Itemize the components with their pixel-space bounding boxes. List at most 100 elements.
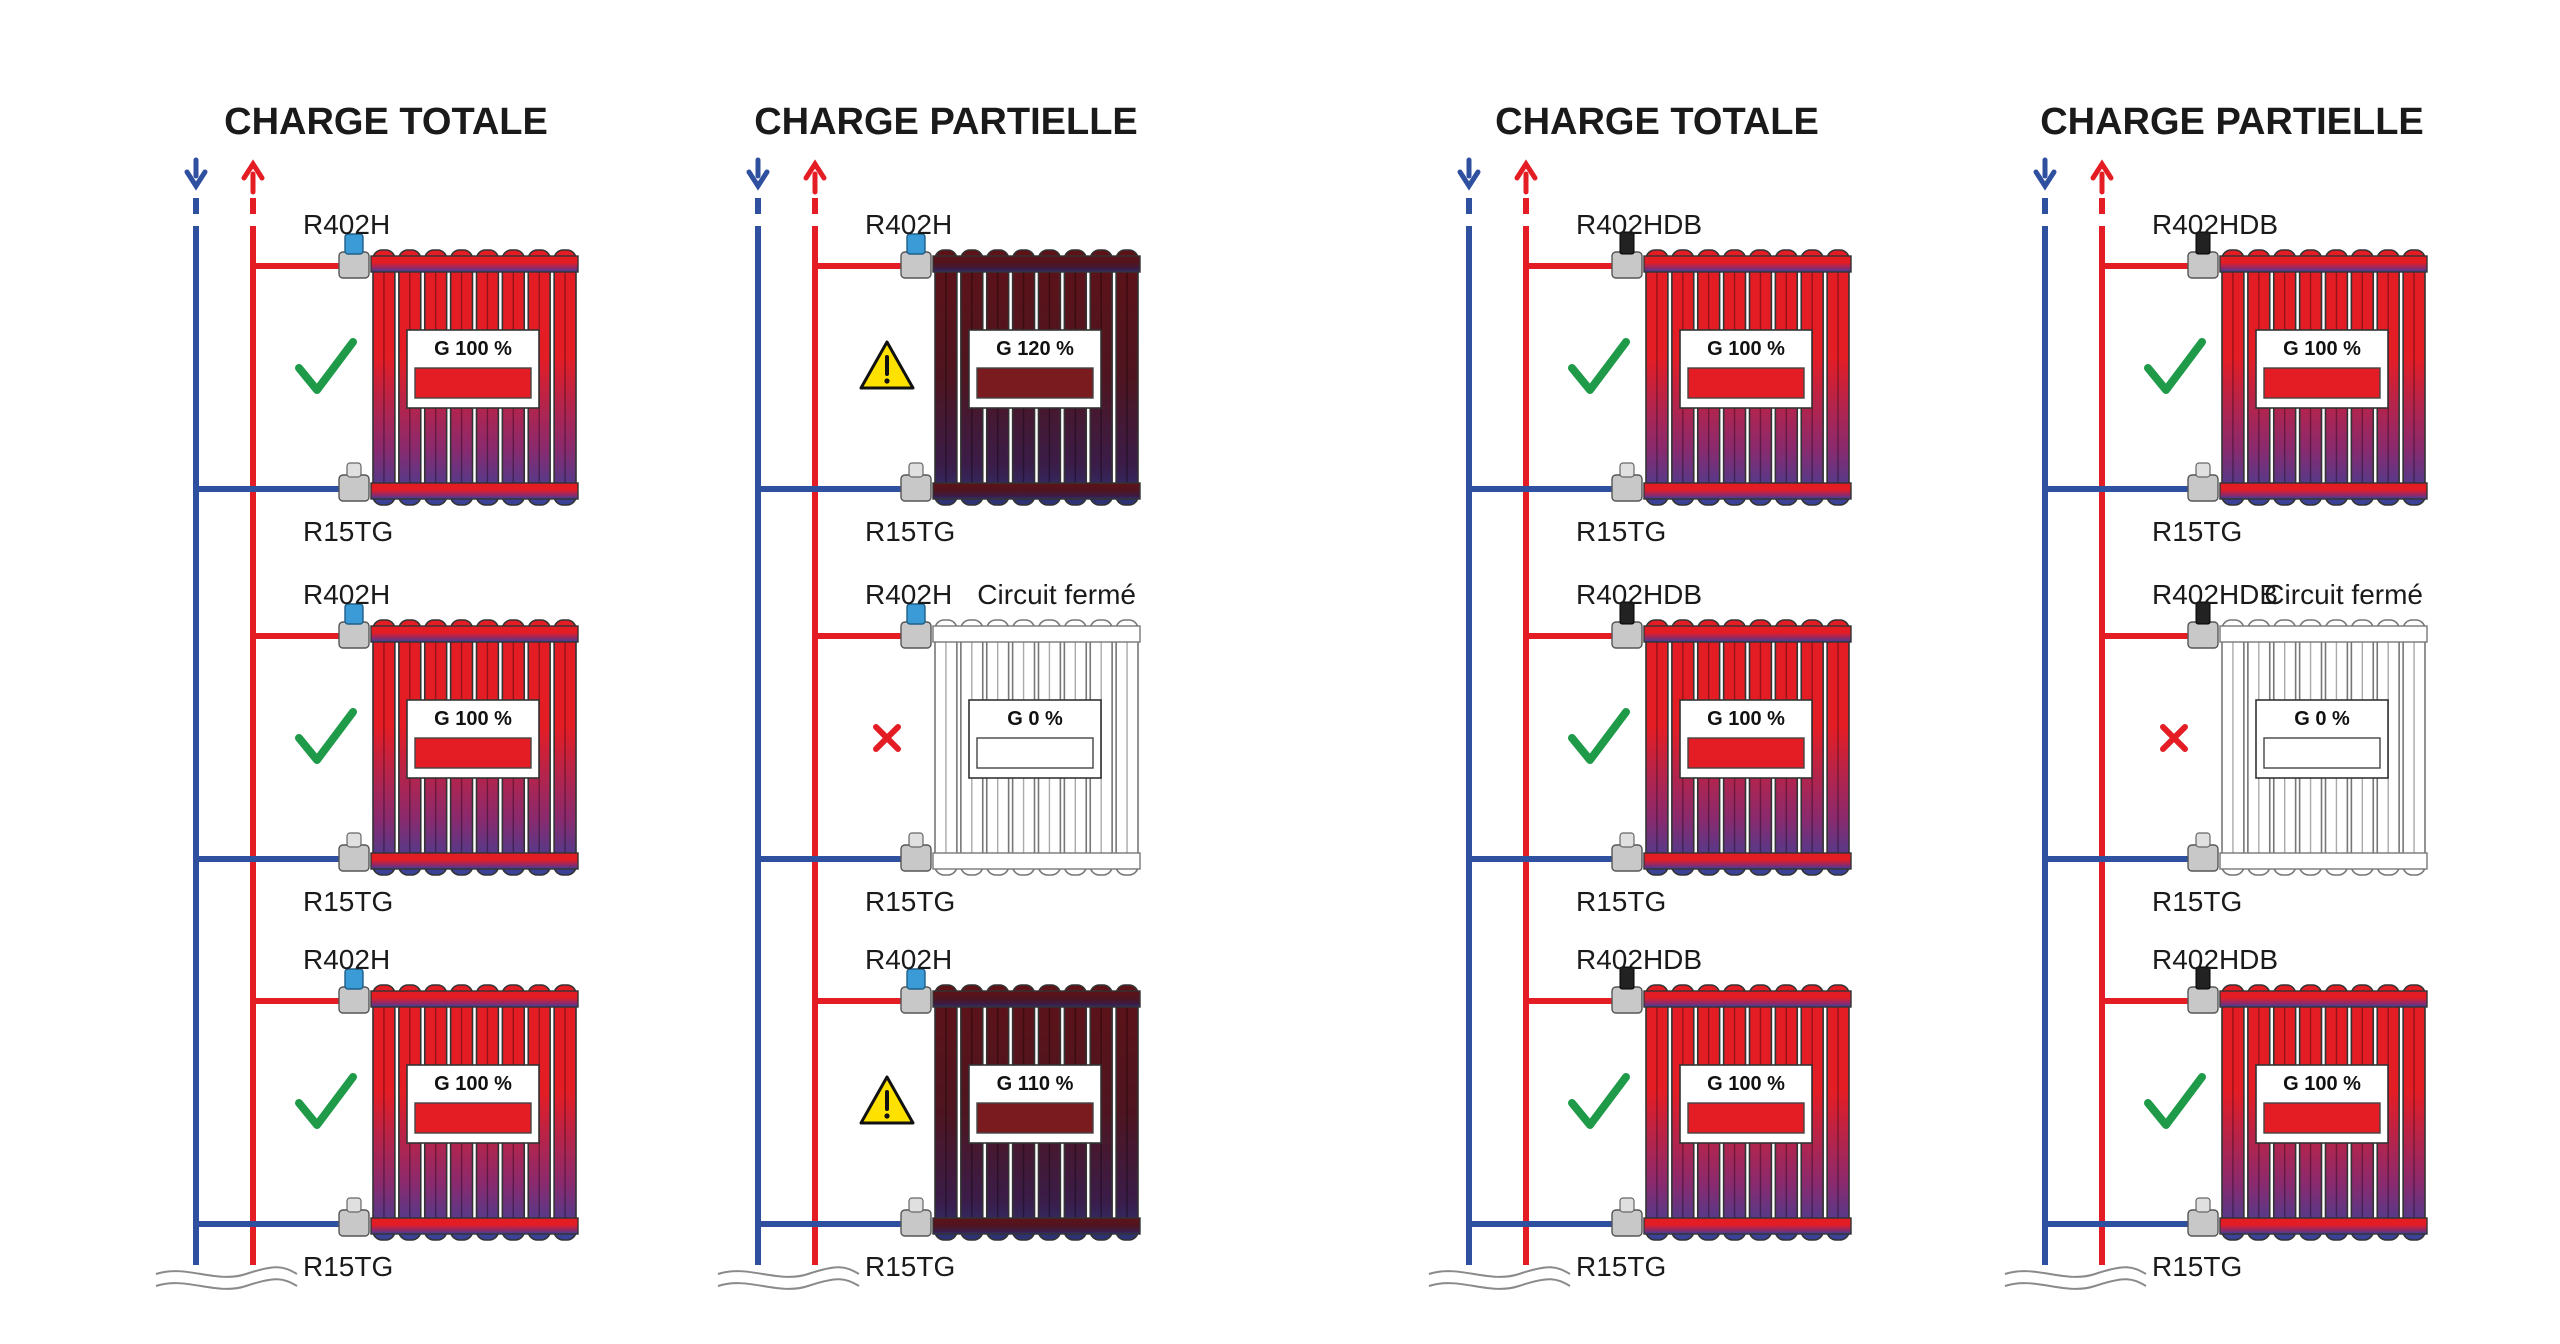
flow-label: G 0 % [2294,708,2350,730]
flow-bar [414,367,532,399]
flow-label: G 120 % [996,338,1074,360]
valve-body [1611,986,1643,1014]
lockshield-valve-icon [900,844,932,872]
radiator-section [1645,984,1669,1241]
return-arrow-down-icon [746,157,770,191]
dynamic-valve-black-icon [2195,231,2211,255]
return-valve-label: R15TG [865,1251,955,1282]
radiator-section [1826,619,1850,876]
return-valve-label: R15TG [1576,1251,1666,1282]
lockshield-cap [2195,832,2211,848]
warning-icon-dot [884,1113,890,1119]
lockshield-cap [1619,832,1635,848]
return-valve-label: R15TG [865,886,955,917]
flow-bar [414,737,532,769]
radiator-section [2221,249,2245,506]
lockshield-valve-icon [338,1209,370,1237]
supply-valve-label: R402H [303,209,390,240]
dynamic-valve-black-icon [1619,601,1635,625]
radiator-bottom-header [370,1217,579,1235]
cross-icon [2160,724,2188,752]
supply-arrow-up-icon [1514,159,1538,195]
radiator-bottom-header [370,852,579,870]
radiator-section [934,984,958,1241]
return-arrow-down-icon [2033,157,2057,191]
radiator-top-header [1643,625,1852,643]
cross-icon [873,724,901,752]
pipe-break-mark [717,1266,860,1278]
valve-body [2187,621,2219,649]
dynamic-valve-black-icon [1619,966,1635,990]
valve-body [900,986,932,1014]
supply-valve-label: R402H [303,944,390,975]
supply-valve-label: R402HDB [2152,209,2278,240]
flow-label: G 100 % [434,708,512,730]
radiator-top-header [2219,990,2428,1008]
radiator-bottom-header [932,482,1141,500]
check-icon [1568,338,1630,394]
radiator-bottom-header [1643,852,1852,870]
pipe-break-mark [2004,1278,2147,1290]
radiator-section [1645,619,1669,876]
radiator-top-header [370,625,579,643]
return-valve-label: R15TG [303,886,393,917]
radiator-top-header [932,255,1141,273]
check-icon [295,1073,357,1129]
radiator-top-header [370,990,579,1008]
radiator-section [1115,249,1139,506]
check-icon [1568,708,1630,764]
flow-label: G 0 % [1007,708,1063,730]
flow-label: G 100 % [434,338,512,360]
lockshield-cap [346,462,362,478]
lockshield-cap [1619,1197,1635,1213]
check-icon [295,338,357,394]
valve-body [900,621,932,649]
radiator-top-header [1643,990,1852,1008]
lockshield-cap [2195,1197,2211,1213]
radiator-top-header [2219,255,2428,273]
radiator-bottom-header [1643,1217,1852,1235]
lockshield-cap [1619,462,1635,478]
radiator-bottom-header [2219,852,2428,870]
flow-bar [1687,367,1805,399]
dynamic-valve-black-icon [2195,966,2211,990]
radiator-bottom-header [370,482,579,500]
return-valve-label: R15TG [303,1251,393,1282]
flow-bar [1687,1102,1805,1134]
return-valve-label: R15TG [2152,1251,2242,1282]
panel-title: CHARGE PARTIELLE [754,101,1138,143]
pipe-break-mark [1428,1266,1571,1278]
supply-valve-label: R402HDB [1576,944,1702,975]
valve-body [900,251,932,279]
radiator-top-header [370,255,579,273]
radiator-section [553,249,577,506]
valve-body [1611,251,1643,279]
flow-label: G 100 % [1707,708,1785,730]
thermostatic-valve-blue-icon [344,968,364,990]
valve-body [338,251,370,279]
radiator-bottom-header [932,852,1141,870]
flow-bar [1687,737,1805,769]
return-arrow-down-icon [184,157,208,191]
radiator-top-header [1643,255,1852,273]
check-icon [2144,338,2206,394]
radiator-top-header [932,625,1141,643]
flow-label: G 100 % [2283,1073,2361,1095]
lockshield-valve-icon [900,1209,932,1237]
radiator-section [1826,984,1850,1241]
flow-bar [2263,367,2381,399]
pipe-break-mark [717,1278,860,1290]
thermostatic-valve-blue-icon [906,603,926,625]
lockshield-cap [908,462,924,478]
pipe-break-mark [1428,1278,1571,1290]
